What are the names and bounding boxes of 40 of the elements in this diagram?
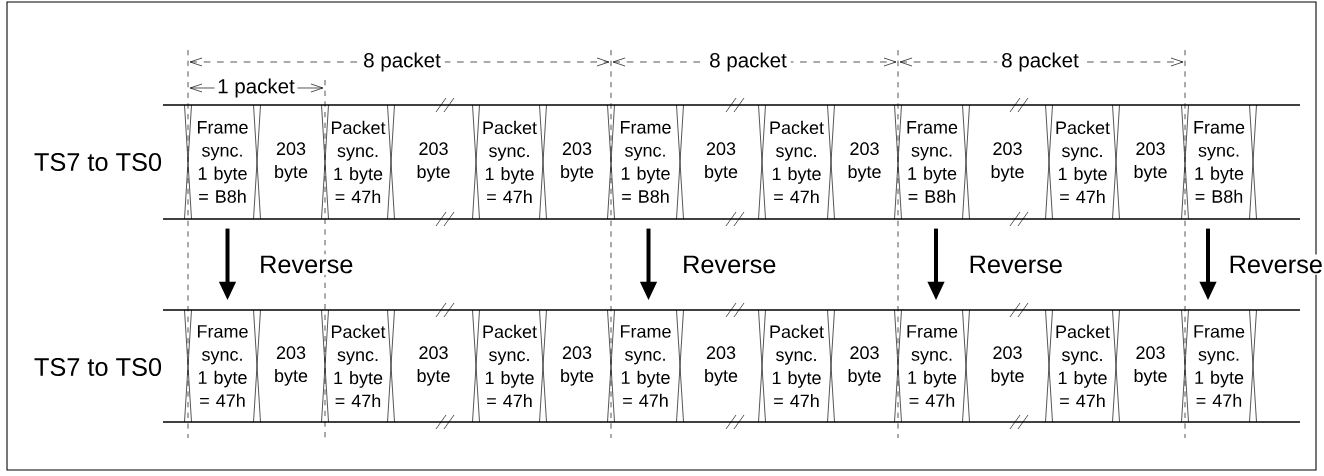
cell-text: 203 byte — [417, 142, 450, 182]
cell-text: 203 byte — [561, 142, 594, 182]
cell-text: 203 byte — [991, 142, 1024, 182]
cell-text: Frame sync. 1 byte = B8h — [1194, 121, 1245, 203]
cell-text: Frame sync. 1 byte = 47h — [907, 325, 958, 407]
edge-label: Reverse — [970, 255, 1062, 274]
cell-text: 203 byte — [275, 142, 308, 182]
cell-text: 203 byte — [275, 346, 308, 386]
cell-text: 203 byte — [1134, 346, 1167, 386]
cell-text: Frame sync. 1 byte = B8h — [907, 121, 958, 203]
edge-label: Reverse — [261, 255, 353, 274]
cell-text: Packet sync. 1 byte = 47h — [332, 120, 386, 204]
edge-label: Reverse — [684, 255, 776, 274]
dimension-label: 8 packet — [359, 48, 445, 76]
cell-text: Frame sync. 1 byte = B8h — [198, 121, 248, 203]
cell-text: Frame sync. 1 byte = B8h — [621, 121, 671, 203]
cell-text: Packet sync. 1 byte = 47h — [483, 120, 537, 204]
dimension-label: 1 packet — [214, 75, 298, 101]
dimension-label: 8 packet — [705, 48, 791, 76]
cell-text: Packet sync. 1 byte = 47h — [770, 120, 824, 204]
cell-text: 203 byte — [417, 346, 450, 386]
cell-text: Frame sync. 1 byte = 47h — [1194, 325, 1245, 407]
cell-text: 203 byte — [705, 142, 738, 182]
cell-text: Packet sync. 1 byte = 47h — [1056, 324, 1110, 408]
cell-text: Packet sync. 1 byte = 47h — [483, 324, 537, 408]
dimension-label: 8 packet — [997, 48, 1083, 76]
cell-text: Packet sync. 1 byte = 47h — [332, 324, 386, 408]
cell-text: 203 byte — [561, 346, 594, 386]
cell-text: 203 byte — [1134, 142, 1167, 182]
edge-label: Reverse — [1230, 255, 1322, 274]
cell-text: Frame sync. 1 byte = 47h — [198, 325, 248, 407]
cell-text: 203 byte — [705, 346, 738, 386]
cell-text: Frame sync. 1 byte = 47h — [621, 325, 671, 407]
row-label: TS7 to TS0 — [34, 153, 162, 171]
cell-text: 203 byte — [848, 142, 881, 182]
cell-text: 203 byte — [991, 346, 1024, 386]
cell-text: 203 byte — [848, 346, 881, 386]
cell-text: Packet sync. 1 byte = 47h — [770, 324, 824, 408]
cell-text: Packet sync. 1 byte = 47h — [1056, 120, 1110, 204]
row-label: TS7 to TS0 — [34, 358, 162, 376]
